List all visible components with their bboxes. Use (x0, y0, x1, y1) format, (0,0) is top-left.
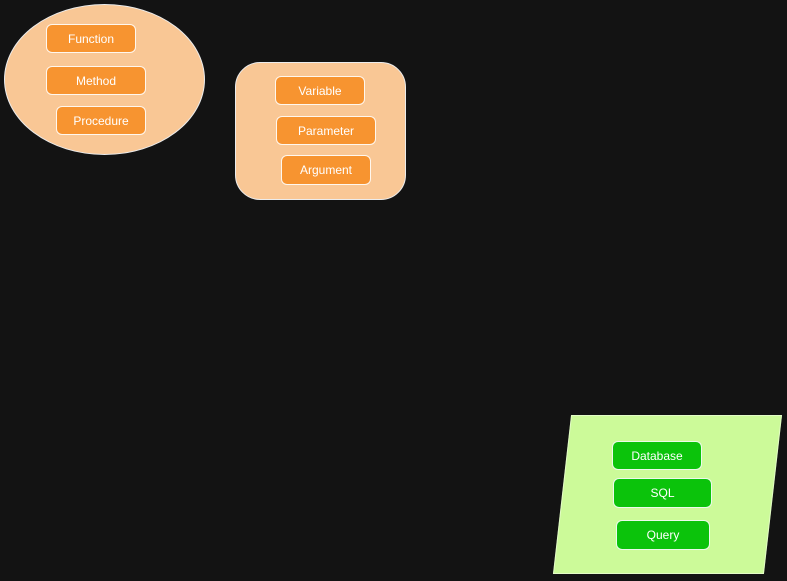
chip-variable[interactable]: Variable (275, 76, 365, 105)
chip-procedure[interactable]: Procedure (56, 106, 146, 135)
chip-function[interactable]: Function (46, 24, 136, 53)
chip-argument[interactable]: Argument (281, 155, 371, 185)
chip-database[interactable]: Database (612, 441, 702, 470)
chip-sql[interactable]: SQL (613, 478, 712, 508)
chip-parameter[interactable]: Parameter (276, 116, 376, 145)
chip-query[interactable]: Query (616, 520, 710, 550)
chip-method[interactable]: Method (46, 66, 146, 95)
